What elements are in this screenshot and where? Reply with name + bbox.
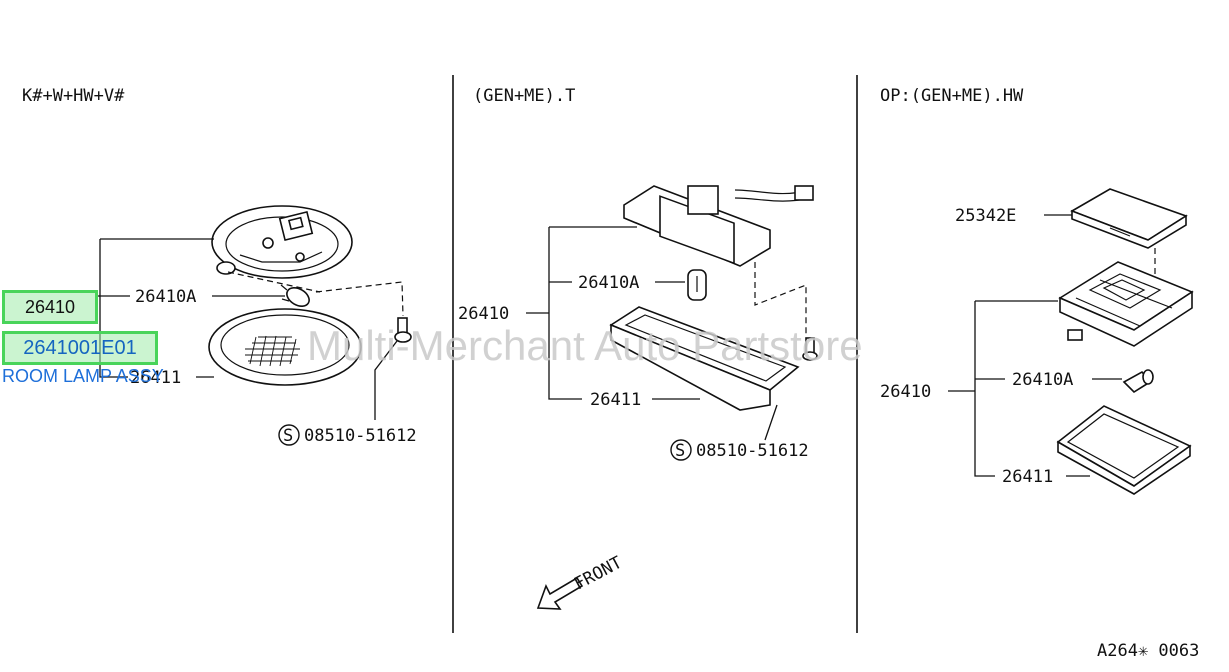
watermark: Multi-Merchant Auto Partstore	[307, 322, 863, 369]
bulb-26410A-s2	[687, 269, 707, 301]
label-26411-s3: 26411	[1002, 467, 1053, 487]
diagram-code: A264✳ 0063	[1097, 641, 1199, 661]
section-1-drawing: 26410A 26411 S 08510-51612	[98, 205, 417, 446]
bulb-26410A-s3	[1122, 369, 1154, 394]
label-25342E-s3: 25342E	[955, 206, 1016, 226]
bolt-marker-s2	[670, 439, 692, 461]
label-26410A-s2: 26410A	[578, 273, 639, 293]
section-header-3: OP:(GEN+ME).HW	[880, 86, 1024, 106]
lamp-housing-frame	[1058, 261, 1194, 347]
label-26410-s2: 26410	[458, 304, 509, 324]
label-26411-s2: 26411	[590, 390, 641, 410]
hotspot-26410[interactable]: 26410	[2, 290, 98, 324]
label-26410-s3: 26410	[880, 382, 931, 402]
label-08510-51612-s1: 08510-51612	[304, 426, 417, 446]
section-3-drawing: 25342E 26410 26410A 26411	[880, 188, 1194, 495]
bulb-26410A	[280, 284, 310, 307]
bolt-marker-letter-s2: S	[675, 441, 685, 461]
hotspot-26410-label: 26410	[24, 296, 76, 317]
section-2-drawing: 26410A 26410 26411 S 08510-51612 FRONT	[458, 185, 818, 610]
lamp-housing-base	[211, 205, 353, 279]
lamp-base-plate	[623, 185, 814, 267]
hotspot-part-number-label: 2641001E01	[23, 336, 137, 359]
section-header-1: K#+W+HW+V#	[22, 86, 125, 106]
lens-26411-s2	[609, 306, 800, 411]
screw-08510-51612-s1	[394, 317, 412, 343]
label-26410A-s3: 26410A	[1012, 370, 1073, 390]
pad-25342E	[1070, 188, 1188, 249]
bolt-marker-letter-s1: S	[283, 426, 293, 446]
section-header-2: (GEN+ME).T	[473, 86, 575, 106]
label-26411-s1: 26411	[130, 368, 181, 388]
label-26410A-s1: 26410A	[135, 287, 196, 307]
bolt-marker-s1	[278, 424, 300, 446]
part-name-link[interactable]: ROOM LAMP ASSY	[2, 366, 164, 386]
front-arrow: FRONT	[536, 553, 626, 610]
lens-26411	[208, 308, 362, 386]
lens-26411-s3	[1056, 405, 1192, 495]
front-label: FRONT	[571, 553, 626, 595]
label-08510-51612-s2: 08510-51612	[696, 441, 809, 461]
hotspot-part-number[interactable]: 2641001E01	[2, 331, 158, 365]
screw-08510-51612-s2	[802, 337, 818, 361]
